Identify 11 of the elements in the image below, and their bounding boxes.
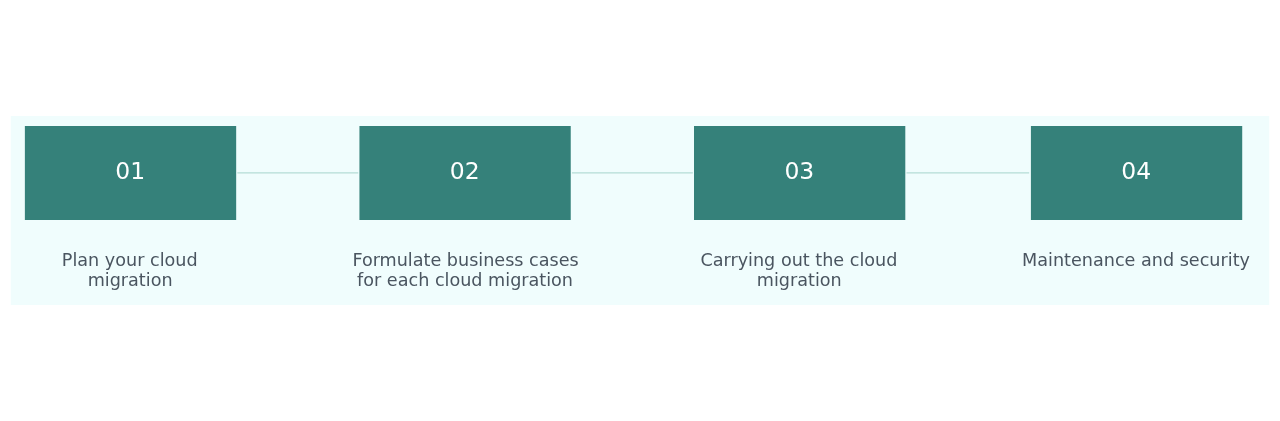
node-box: 04: [1030, 126, 1243, 220]
connector: [905, 172, 1030, 174]
node-box: 02: [359, 126, 571, 220]
node-box: 01: [24, 126, 237, 220]
node-box: 03: [694, 126, 906, 220]
connector: [571, 172, 694, 174]
node-label: Formulate business cases for each cloud migration: [352, 249, 579, 290]
node-label: Carrying out the cloud migration: [700, 249, 898, 290]
node-label: Plan your cloud migration: [61, 249, 198, 290]
node-label: Maintenance and security: [1022, 249, 1250, 270]
connector: [236, 172, 359, 174]
